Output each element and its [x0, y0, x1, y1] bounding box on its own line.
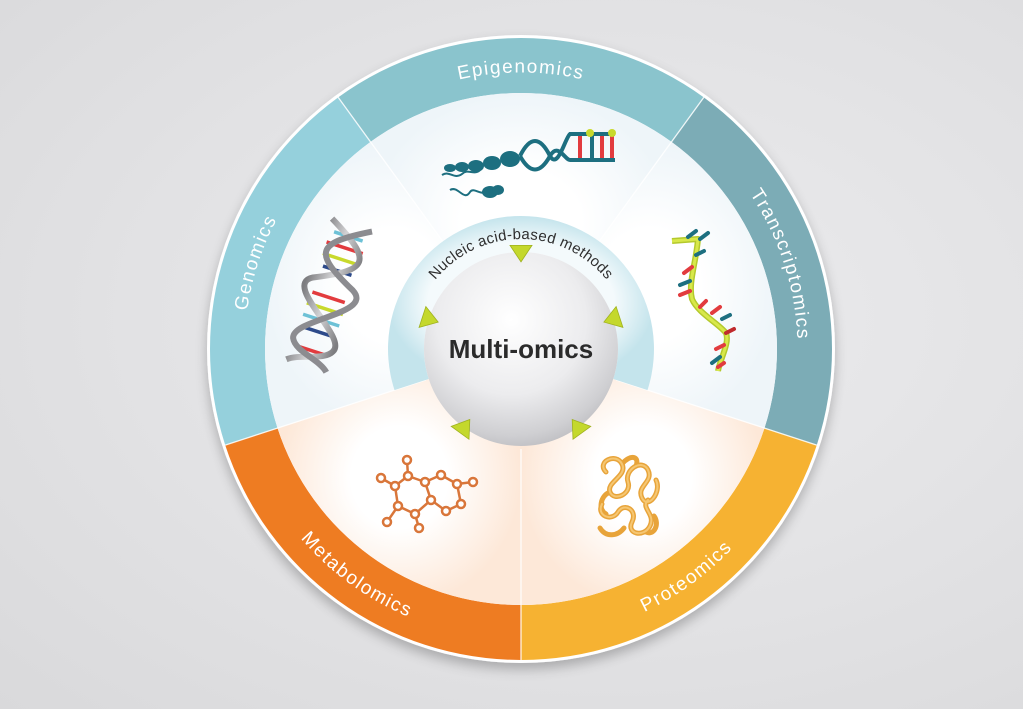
molecule-structure-icon — [375, 454, 479, 534]
protein-fold-highlight — [599, 457, 659, 535]
sector-divider — [225, 379, 427, 446]
band-metabolomics — [225, 428, 521, 660]
arrow-triangle-icon — [418, 305, 439, 329]
sector-dividers — [225, 97, 817, 660]
arrow-triangle-icon — [450, 418, 471, 441]
arrow-triangle-icon — [603, 305, 624, 329]
band-genomics — [210, 97, 371, 446]
sector-divider — [615, 379, 817, 446]
outer-bands — [210, 38, 832, 660]
band-epigenomics — [338, 38, 704, 142]
rna-strand-icon — [671, 229, 736, 372]
center-sphere — [424, 252, 618, 446]
arrow-triangle-icon — [509, 244, 533, 263]
center-arrows — [418, 244, 624, 441]
band-proteomics — [521, 428, 817, 660]
arrow-triangle-icon — [571, 418, 592, 441]
band-transcriptomics — [671, 97, 832, 446]
nucleic-acid-ring — [388, 216, 654, 391]
sector-divider — [337, 97, 463, 269]
chromatin-dna-icon — [441, 129, 616, 198]
sector-divider — [579, 97, 705, 269]
center-title: Multi-omics — [449, 334, 593, 364]
dna-double-helix-icon — [285, 216, 373, 374]
